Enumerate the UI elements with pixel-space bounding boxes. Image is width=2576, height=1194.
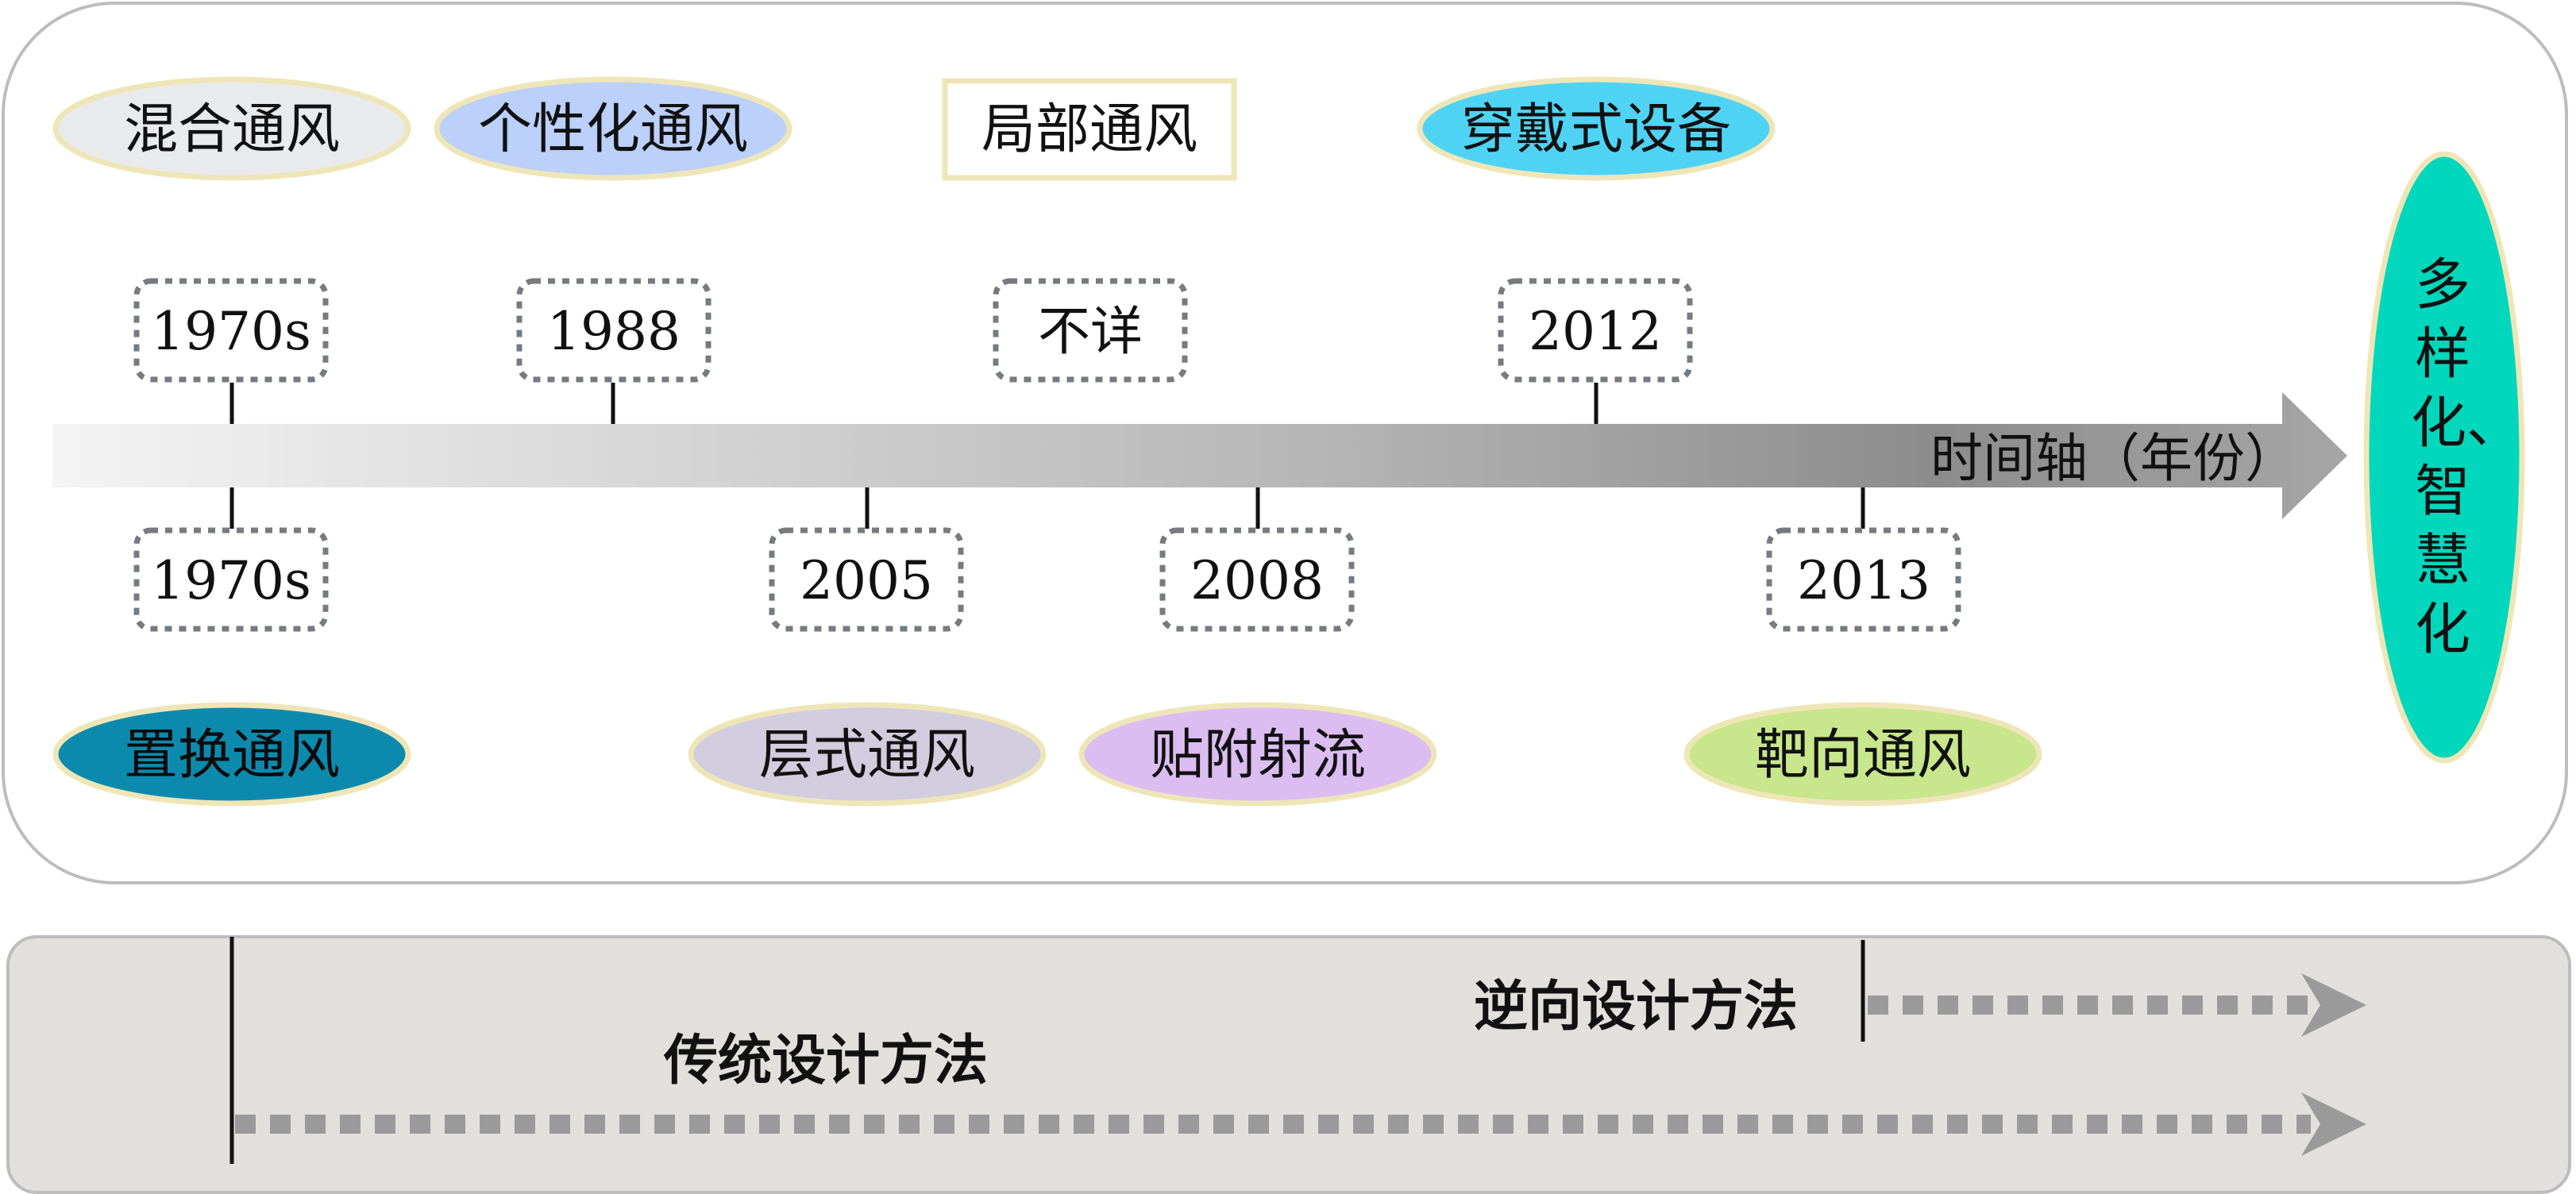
- year-label-top-3: 不详: [1038, 301, 1143, 362]
- year-box-top-2012: [1498, 278, 1693, 383]
- type-ellipse-stratum-ventilation: [688, 702, 1047, 807]
- type-ellipse-displacement-ventilation: [52, 702, 411, 807]
- traditional-method-arrowhead: [2301, 1092, 2366, 1156]
- reverse-method-arrowhead: [2301, 973, 2366, 1037]
- type-ellipse-targeted-ventilation: [1683, 702, 2042, 807]
- type-label-bottom-1: 置换通风: [123, 724, 341, 787]
- year-box-top-unknown: [993, 278, 1188, 383]
- final-ellipse: [2363, 151, 2525, 764]
- type-label-bottom-4: 靶向通风: [1754, 724, 1972, 787]
- year-box-bottom-2005: [769, 527, 964, 632]
- year-box-bottom-1970s: [133, 527, 329, 632]
- year-label-bottom-3: 2008: [1190, 550, 1324, 611]
- year-label-top-2: 1988: [547, 301, 681, 362]
- year-box-top-1988: [516, 278, 711, 383]
- type-rect-local-ventilation: [942, 78, 1237, 181]
- type-ellipse-personalized-ventilation: [434, 76, 792, 181]
- type-label-bottom-3: 贴附射流: [1149, 724, 1367, 787]
- method-label-traditional: 传统设计方法: [663, 1029, 989, 1092]
- axis-label: 时间轴（年份）: [1930, 428, 2297, 489]
- type-label-bottom-2: 层式通风: [758, 724, 976, 787]
- timeline-arrow: [52, 392, 2347, 519]
- type-label-top-1: 混合通风: [123, 98, 341, 161]
- type-ellipse-attached-jet: [1078, 702, 1437, 807]
- type-ellipse-wearable-device: [1417, 76, 1776, 181]
- year-label-bottom-4: 2013: [1797, 550, 1930, 611]
- final-label: 多样化、智慧化: [2411, 252, 2522, 662]
- type-ellipse-hybrid-ventilation: [52, 76, 411, 181]
- type-label-top-2: 个性化通风: [477, 98, 749, 161]
- year-label-top-1: 1970s: [151, 301, 311, 362]
- type-label-top-4: 穿戴式设备: [1460, 98, 1732, 161]
- method-label-reverse: 逆向设计方法: [1473, 975, 1799, 1038]
- type-label-top-3: 局部通风: [981, 98, 1198, 161]
- year-label-top-4: 2012: [1529, 301, 1662, 362]
- year-label-bottom-2: 2005: [800, 550, 933, 611]
- year-label-bottom-1: 1970s: [151, 550, 311, 611]
- year-box-bottom-2013: [1766, 527, 1961, 632]
- year-box-bottom-2008: [1159, 527, 1355, 632]
- year-box-top-1970s: [133, 278, 329, 383]
